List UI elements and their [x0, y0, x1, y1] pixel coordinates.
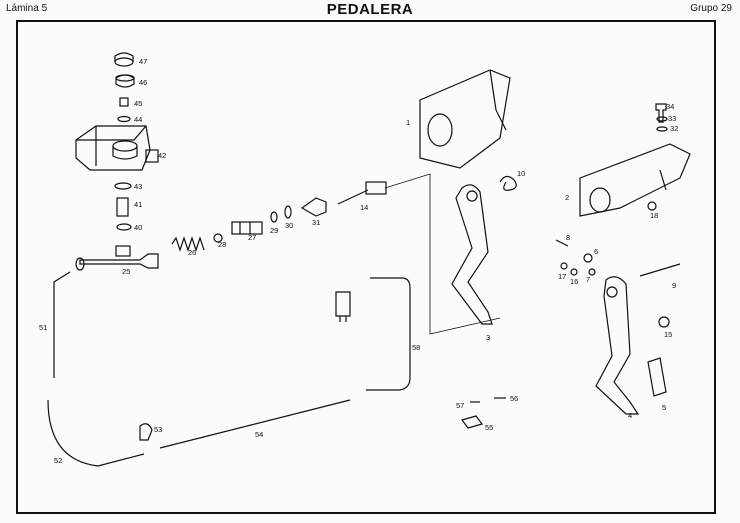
callout-55: 55	[485, 423, 493, 432]
callout-30: 30	[285, 221, 293, 230]
push-rod-part-14	[337, 181, 387, 205]
bolt-part-34	[655, 103, 667, 123]
callout-52: 52	[54, 456, 62, 465]
washer-part-29	[270, 211, 278, 223]
washer-part-32	[656, 126, 668, 132]
callout-40: 40	[134, 223, 142, 232]
pedal-bracket-part-2	[579, 143, 691, 217]
callout-47: 47	[139, 57, 147, 66]
callout-32: 32	[670, 124, 678, 133]
callout-8: 8	[566, 233, 570, 242]
callout-26: 26	[188, 248, 196, 257]
bushing-part-16	[570, 268, 578, 276]
callout-51: 51	[39, 323, 47, 332]
callout-27: 27	[248, 233, 256, 242]
cup-part-28	[213, 233, 223, 243]
callout-46: 46	[139, 78, 147, 87]
callout-2: 2	[565, 193, 569, 202]
filter-part-46	[115, 74, 135, 88]
slave-cylinder-figure	[335, 291, 351, 322]
brake-pedal-part-4	[595, 276, 640, 415]
stop-part-15	[658, 316, 670, 328]
callout-31: 31	[312, 218, 320, 227]
spring-part-9	[639, 263, 681, 277]
washer-part-40	[116, 223, 132, 231]
return-spring-part-10	[499, 175, 517, 191]
callout-45: 45	[134, 99, 142, 108]
pipe-part-54	[159, 399, 351, 449]
callout-44: 44	[134, 115, 142, 124]
clip-part-55	[460, 415, 484, 429]
reservoir-body-part-42	[75, 125, 159, 171]
callout-9: 9	[672, 281, 676, 290]
callout-42: 42	[158, 151, 166, 160]
pipe-part-51	[53, 271, 71, 378]
callout-5: 5	[662, 403, 666, 412]
boot-part-31	[300, 197, 327, 217]
callout-29: 29	[270, 226, 278, 235]
pedal-bracket-part-1	[419, 69, 511, 169]
callout-28: 28	[218, 240, 226, 249]
callout-14: 14	[360, 203, 368, 212]
callout-54: 54	[255, 430, 263, 439]
washer-part-7	[588, 268, 596, 276]
bushing-part-17	[560, 262, 568, 270]
master-cylinder-part-25	[75, 245, 159, 271]
callout-10: 10	[517, 169, 525, 178]
callout-1: 1	[406, 118, 410, 127]
clip-part-53	[139, 423, 153, 441]
callout-16: 16	[570, 277, 578, 286]
screw-part-45	[119, 97, 129, 107]
callout-17: 17	[558, 272, 566, 281]
hose-part-52	[47, 399, 145, 467]
callout-56: 56	[510, 394, 518, 403]
pin-part-8	[555, 239, 569, 247]
callout-43: 43	[134, 182, 142, 191]
plate-title: PEDALERA	[326, 1, 414, 18]
pipe-part-58	[366, 277, 411, 391]
callout-58: 58	[412, 343, 420, 352]
callout-25: 25	[122, 267, 130, 276]
callout-57: 57	[456, 401, 464, 410]
callout-33: 33	[668, 114, 676, 123]
clutch-pedal-part-3	[451, 184, 493, 325]
callout-4: 4	[628, 411, 632, 420]
callout-7: 7	[586, 275, 590, 284]
drawing-frame	[16, 20, 716, 514]
plate-number: Lámina 5	[6, 3, 48, 14]
reservoir-cap-part-47	[114, 52, 134, 67]
part-drawings	[47, 52, 691, 467]
callout-15: 15	[664, 330, 672, 339]
callout-3: 3	[486, 333, 490, 342]
washer-part-44	[117, 115, 131, 123]
spring-part-26	[171, 236, 205, 252]
callout-53: 53	[154, 425, 162, 434]
clip-part-30	[284, 205, 292, 219]
pedal-pad-part-5	[647, 357, 667, 397]
nut-part-6	[583, 253, 593, 263]
callout-41: 41	[134, 200, 142, 209]
callout-34: 34	[666, 102, 674, 111]
group-number: Grupo 29	[690, 3, 732, 14]
part-callouts: 47 46 45 44 42 43 41 40 25 26 28 27 29 3…	[39, 57, 678, 465]
seal-part-43	[114, 182, 132, 190]
callout-18: 18	[650, 211, 658, 220]
connector-part-41	[116, 197, 129, 217]
washer-part-33	[656, 116, 668, 122]
bushing-part-18	[647, 201, 657, 211]
piston-part-27	[231, 221, 263, 235]
callout-6: 6	[594, 247, 598, 256]
